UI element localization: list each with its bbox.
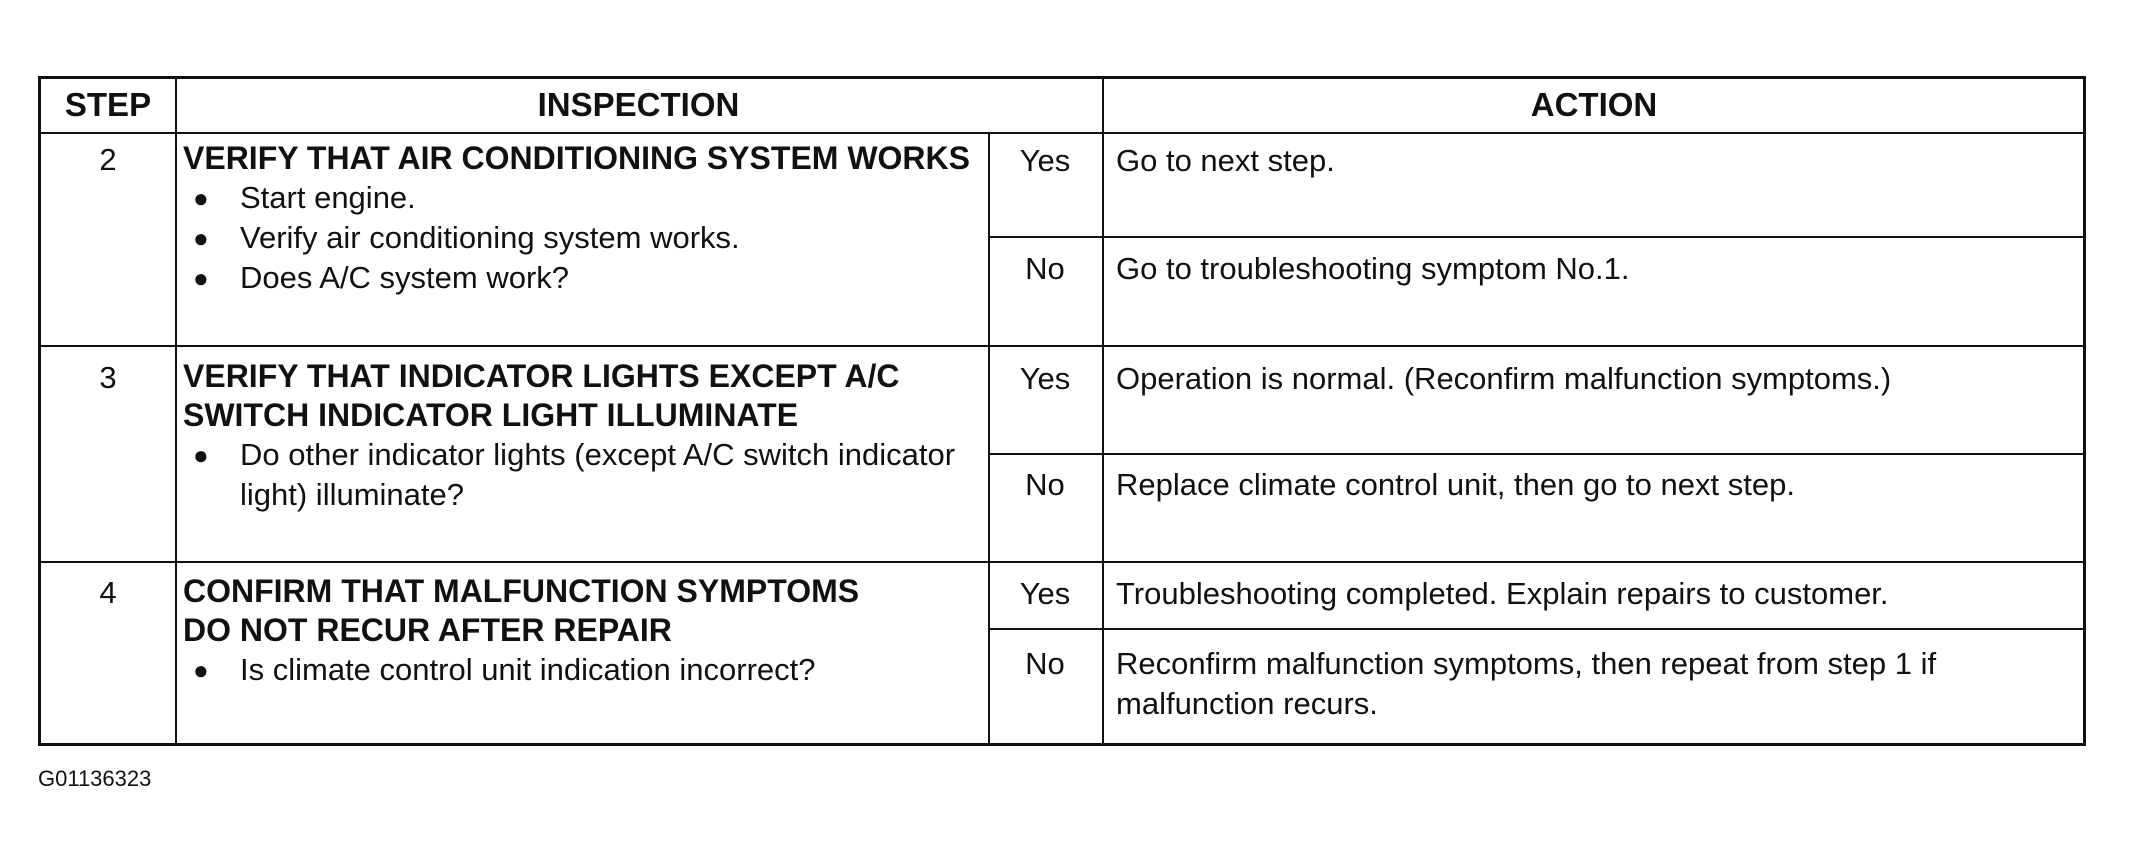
- step-number: 4: [99, 575, 117, 610]
- step-number: 2: [99, 142, 117, 177]
- inspection-title: VERIFY THAT AIR CONDITIONING SYSTEM WORK…: [183, 140, 970, 176]
- inspection-bullets: Start engine. Verify air conditioning sy…: [183, 178, 983, 298]
- col-divider-action: [1102, 79, 1104, 743]
- inspection-bullets: Do other indicator lights (except A/C sw…: [183, 435, 983, 515]
- row-divider-1: [41, 345, 2083, 347]
- inspection-cell: CONFIRM THAT MALFUNCTION SYMPTOMS DO NOT…: [183, 572, 983, 690]
- header-divider: [41, 132, 2083, 134]
- bullet-item: Does A/C system work?: [183, 258, 983, 298]
- no-label: No: [1025, 251, 1065, 286]
- yes-action: Operation is normal. (Reconfirm malfunct…: [1116, 361, 1892, 396]
- inspection-cell: VERIFY THAT INDICATOR LIGHTS EXCEPT A/C …: [183, 357, 983, 515]
- yes-action: Go to next step.: [1116, 143, 1335, 178]
- figure-id: G01136323: [38, 766, 152, 791]
- answer-divider-row2: [988, 236, 2086, 238]
- inspection-title: VERIFY THAT INDICATOR LIGHTS EXCEPT A/C …: [183, 358, 900, 433]
- bullet-item: Is climate control unit indication incor…: [183, 650, 983, 690]
- col-divider-answer: [988, 132, 990, 746]
- inspection-cell: VERIFY THAT AIR CONDITIONING SYSTEM WORK…: [183, 139, 983, 298]
- header-inspection: INSPECTION: [537, 86, 740, 123]
- yes-label: Yes: [1019, 361, 1071, 396]
- step-number: 3: [99, 360, 117, 395]
- bullet-item: Verify air conditioning system works.: [183, 218, 983, 258]
- yes-action: Troubleshooting completed. Explain repai…: [1116, 576, 1889, 611]
- col-divider-step: [175, 79, 177, 743]
- no-action: Go to troubleshooting symptom No.1.: [1116, 251, 1630, 286]
- inspection-title: CONFIRM THAT MALFUNCTION SYMPTOMS DO NOT…: [183, 573, 860, 648]
- yes-label: Yes: [1019, 576, 1071, 611]
- yes-label: Yes: [1019, 143, 1071, 178]
- bullet-item: Do other indicator lights (except A/C sw…: [183, 435, 983, 515]
- no-label: No: [1025, 467, 1065, 502]
- row-divider-2: [41, 561, 2083, 563]
- answer-divider-row4: [988, 628, 2086, 630]
- troubleshooting-table: STEP INSPECTION ACTION 2 VERIFY THAT AIR…: [38, 76, 2086, 746]
- header-step: STEP: [64, 86, 152, 123]
- answer-divider-row3: [988, 453, 2086, 455]
- no-action: Reconfirm malfunction symptoms, then rep…: [1116, 646, 1937, 721]
- header-action: ACTION: [1530, 86, 1658, 123]
- no-label: No: [1025, 646, 1065, 681]
- bullet-item: Start engine.: [183, 178, 983, 218]
- no-action: Replace climate control unit, then go to…: [1116, 467, 1795, 502]
- inspection-bullets: Is climate control unit indication incor…: [183, 650, 983, 690]
